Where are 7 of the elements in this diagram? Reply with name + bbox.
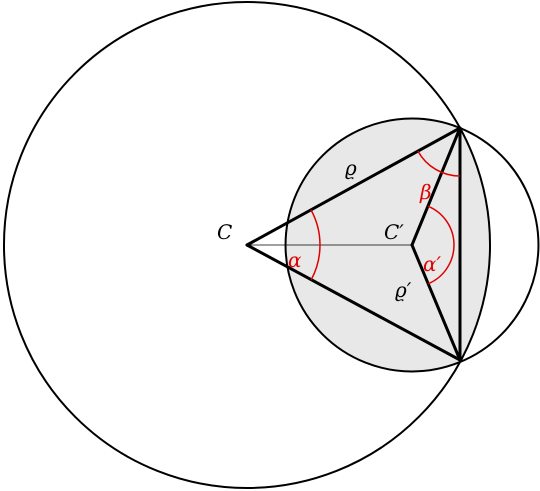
angle-label: β [420,182,432,202]
point-label: C [217,222,232,242]
radius-label: ϱ [345,158,357,178]
radius-label: ϱ′ [395,280,412,300]
point-label: C′ [384,222,404,242]
angle-label: α′ [423,254,442,274]
angle-label: α [288,250,302,270]
